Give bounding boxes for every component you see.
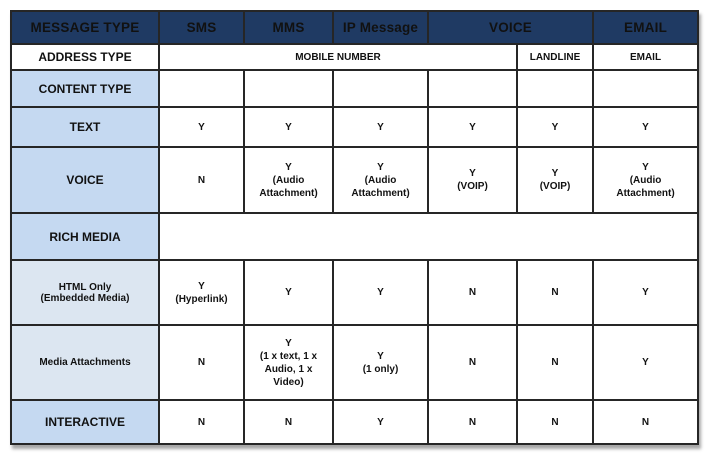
content-type-label: CONTENT TYPE — [10, 69, 160, 108]
html-only-row: HTML Only (Embedded Media) Y (Hyperlink)… — [10, 259, 700, 326]
header-email: EMAIL — [592, 10, 700, 45]
table-cell: Y (Hyperlink) — [158, 259, 245, 326]
table-cell: N — [427, 399, 518, 445]
html-only-label: HTML Only (Embedded Media) — [10, 259, 160, 326]
interactive-row: INTERACTIVE N N Y N N N — [10, 399, 700, 445]
table-cell — [515, 69, 595, 108]
address-landline-cell: LANDLINE — [515, 43, 595, 71]
address-type-row: ADDRESS TYPE MOBILE NUMBER LANDLINE EMAI… — [10, 43, 700, 71]
address-mobile-number-cell: MOBILE NUMBER — [158, 43, 518, 71]
table-cell: N — [515, 259, 595, 326]
rich-media-label: RICH MEDIA — [10, 212, 160, 261]
table-cell: N — [427, 324, 518, 401]
media-attachments-label: Media Attachments — [10, 324, 160, 401]
rich-media-row: RICH MEDIA — [10, 212, 700, 261]
table-cell: Y — [592, 324, 700, 401]
table-cell: Y — [243, 259, 334, 326]
table-cell — [243, 69, 334, 108]
table-cell: Y — [427, 106, 518, 148]
table-cell: Y (Audio Attachment) — [592, 146, 700, 214]
text-row: TEXT Y Y Y Y Y Y — [10, 106, 700, 148]
header-voice: VOICE — [426, 10, 595, 45]
text-label: TEXT — [10, 106, 160, 148]
page: MESSAGE TYPE SMS MMS IP Message VOICE EM… — [10, 10, 700, 445]
table-cell: Y — [243, 106, 334, 148]
voice-label: VOICE — [10, 146, 160, 214]
table-cell: Y (Audio Attachment) — [243, 146, 334, 214]
table-cell: N — [158, 146, 245, 214]
header-mms: MMS — [243, 10, 334, 45]
table-cell: Y (VOIP) — [515, 146, 595, 214]
table-cell: Y (1 x text, 1 x Audio, 1 x Video) — [243, 324, 334, 401]
table-cell: Y — [332, 259, 429, 326]
table-cell: N — [515, 399, 595, 445]
media-attachments-row: Media Attachments N Y (1 x text, 1 x Aud… — [10, 324, 700, 401]
table-cell: N — [243, 399, 334, 445]
table-cell: Y — [592, 106, 700, 148]
table-cell: N — [158, 324, 245, 401]
table-cell: Y (Audio Attachment) — [332, 146, 429, 214]
header-message-type: MESSAGE TYPE — [10, 10, 160, 45]
header-row: MESSAGE TYPE SMS MMS IP Message VOICE EM… — [10, 10, 700, 45]
table-cell: N — [515, 324, 595, 401]
table-cell: Y (VOIP) — [427, 146, 518, 214]
interactive-label: INTERACTIVE — [10, 399, 160, 445]
table-cell: Y — [332, 106, 429, 148]
header-ip-message: IP Message — [332, 10, 429, 45]
table-cell: N — [592, 399, 700, 445]
table-cell: N — [158, 399, 245, 445]
rich-media-empty-cell — [157, 212, 700, 261]
table-cell: Y — [515, 106, 595, 148]
table-cell: Y — [332, 399, 429, 445]
table-cell — [332, 69, 429, 108]
message-type-matrix-table: MESSAGE TYPE SMS MMS IP Message VOICE EM… — [10, 10, 700, 445]
table-cell: N — [427, 259, 518, 326]
header-sms: SMS — [158, 10, 245, 45]
voice-row: VOICE N Y (Audio Attachment) Y (Audio At… — [10, 146, 700, 214]
table-cell — [427, 69, 518, 108]
table-cell: Y (1 only) — [332, 324, 429, 401]
address-type-label: ADDRESS TYPE — [10, 43, 160, 71]
table-cell: Y — [158, 106, 245, 148]
address-email-cell: EMAIL — [592, 43, 700, 71]
table-cell: Y — [592, 259, 700, 326]
table-cell — [158, 69, 245, 108]
content-type-row: CONTENT TYPE — [10, 69, 700, 108]
table-cell — [592, 69, 700, 108]
